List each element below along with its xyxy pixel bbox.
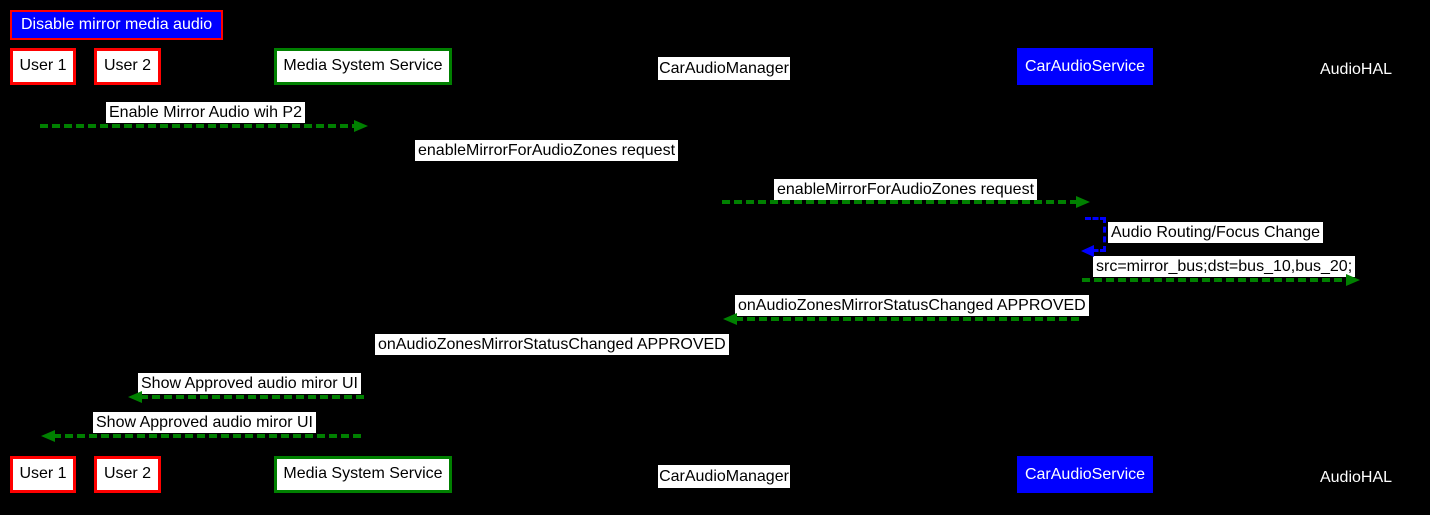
- actor-car-audio-manager-top: CarAudioManager: [658, 57, 790, 80]
- self-call-bracket: [1085, 217, 1106, 252]
- arrowhead-icon: [723, 313, 737, 325]
- message-label: Show Approved audio miror UI: [93, 412, 316, 433]
- arrow-dashed-line: [735, 317, 1083, 321]
- message-arrow: [1082, 274, 1360, 286]
- arrow-dashed-line: [140, 395, 364, 399]
- message-arrow: [723, 313, 1083, 325]
- arrowhead-icon: [1346, 274, 1360, 286]
- arrow-dashed-line: [40, 124, 356, 128]
- actor-user-2-top: User 2: [94, 48, 161, 85]
- message-label: Show Approved audio miror UI: [138, 373, 361, 394]
- actor-user-1-bottom: User 1: [10, 456, 76, 493]
- arrowhead-icon: [128, 391, 142, 403]
- message-arrow: [41, 430, 364, 442]
- message-arrow: [40, 120, 368, 132]
- message-arrow: [128, 391, 364, 403]
- message-label: Enable Mirror Audio wih P2: [106, 102, 305, 123]
- actor-media-system-service-top: Media System Service: [274, 48, 452, 85]
- actor-car-audio-manager-bottom: CarAudioManager: [658, 465, 790, 488]
- message-label: src=mirror_bus;dst=bus_10,bus_20;: [1093, 256, 1356, 277]
- actor-user-2-bottom: User 2: [94, 456, 161, 493]
- actor-audio-hal-top: AudioHAL: [1319, 61, 1393, 78]
- message-label: enableMirrorForAudioZones request: [774, 179, 1038, 200]
- arrow-dashed-line: [1082, 278, 1348, 282]
- arrowhead-icon: [354, 120, 368, 132]
- self-call-arrowhead-icon: [1081, 245, 1094, 257]
- message-label: onAudioZonesMirrorStatusChanged APPROVED: [735, 295, 1089, 316]
- message-label: enableMirrorForAudioZones request: [415, 140, 679, 161]
- actor-media-system-service-bottom: Media System Service: [274, 456, 452, 493]
- diagram-title: Disable mirror media audio: [10, 10, 224, 40]
- message-arrow: [722, 196, 1090, 208]
- actor-car-audio-service-bottom: CarAudioService: [1017, 456, 1153, 493]
- message-label: Audio Routing/Focus Change: [1108, 222, 1324, 243]
- actor-user-1-top: User 1: [10, 48, 76, 85]
- message-label: onAudioZonesMirrorStatusChanged APPROVED: [375, 334, 729, 355]
- actor-car-audio-service-top: CarAudioService: [1017, 48, 1153, 85]
- actor-audio-hal-bottom: AudioHAL: [1319, 469, 1393, 486]
- arrowhead-icon: [1076, 196, 1090, 208]
- arrowhead-icon: [41, 430, 55, 442]
- arrow-dashed-line: [53, 434, 364, 438]
- arrow-dashed-line: [722, 200, 1078, 204]
